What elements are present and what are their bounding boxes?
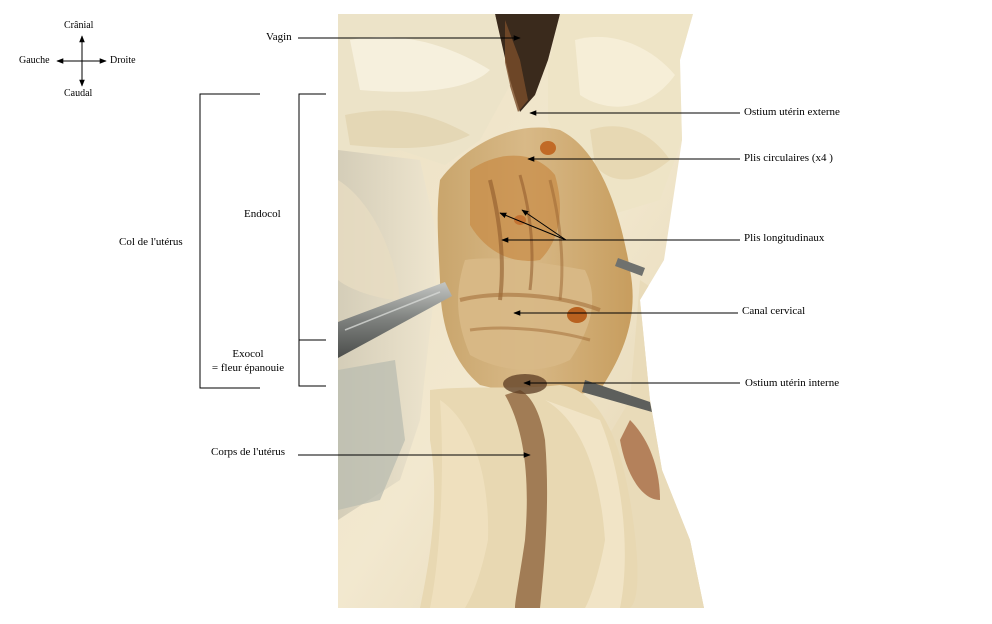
pointer-plis-longitudinaux-3 (521, 209, 567, 241)
label-plis-longitudinaux: Plis longitudinaux (744, 232, 825, 244)
compass-left-label: Gauche (19, 55, 50, 66)
bracket-col (199, 93, 260, 389)
label-ostium-externe: Ostium utérin externe (744, 106, 840, 118)
compass-caudal-label: Caudal (64, 88, 93, 99)
bracket-endocol (298, 93, 326, 341)
compass-cranial-label: Crânial (64, 20, 94, 31)
label-exocol-sub: = fleur épanouie (211, 362, 285, 374)
label-corps-uterus: Corps de l'utérus (211, 446, 286, 458)
label-col-uterus: Col de l'utérus (119, 236, 183, 248)
label-plis-circulaires: Plis circulaires (x4 ) (744, 152, 833, 164)
label-ostium-interne: Ostium utérin interne (745, 377, 840, 389)
pointer-plis-longitudinaux-2 (499, 212, 567, 241)
compass-arrows (56, 35, 107, 87)
label-vagin: Vagin (266, 31, 292, 43)
label-canal-cervical: Canal cervical (742, 305, 806, 317)
label-exocol: Exocol (232, 348, 264, 360)
label-endocol: Endocol (244, 208, 281, 220)
compass-right-label: Droite (110, 55, 136, 66)
bracket-exocol (298, 340, 326, 387)
